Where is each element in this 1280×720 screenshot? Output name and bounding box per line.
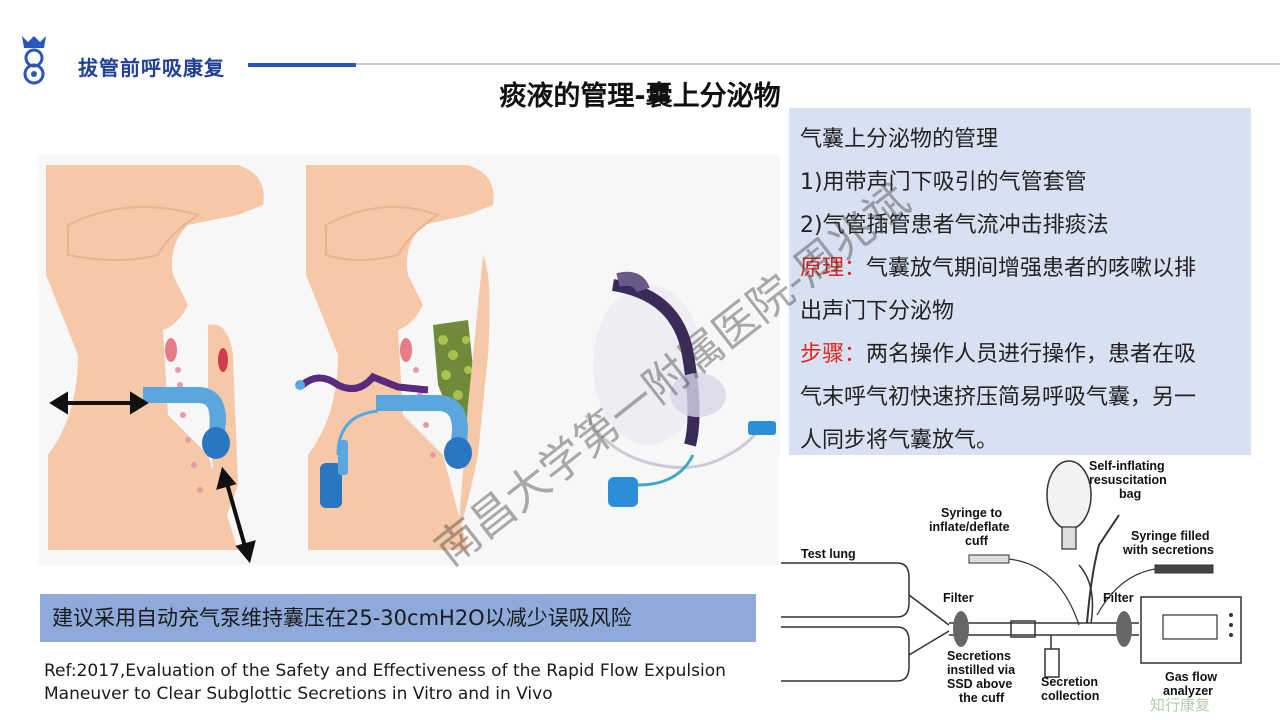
steps-text: 两名操作人员进行操作，患者在吸: [866, 342, 1197, 367]
label-collection-2: collection: [1041, 689, 1099, 703]
syringe-inflate: [968, 554, 1080, 626]
label-secretions-2: instilled via: [947, 663, 1016, 677]
gas-flow-analyzer: [1140, 596, 1242, 664]
header-rule-accent: [248, 63, 356, 67]
steps-line-cont-1: 气末呼气初快速挤压简易呼吸气囊，另一: [800, 385, 1197, 410]
steps-label: 步骤：: [800, 342, 867, 367]
info-heading: 气囊上分泌物的管理: [800, 127, 999, 152]
airway-illustration: [38, 155, 780, 565]
endotracheal-tube-left: [143, 387, 230, 459]
label-analyzer-2: analyzer: [1163, 684, 1213, 698]
label-syringe-inflate-2: inflate/deflate: [929, 520, 1010, 534]
label-syringe-filled-2: with secretions: [1122, 543, 1214, 557]
label-secretions-1: Secretions: [947, 649, 1011, 663]
arrow-diagonal-icon: [216, 466, 256, 564]
arrow-horizontal-icon: [49, 391, 149, 415]
info-item-2: 2)气管插管患者气流冲击排痰法: [800, 213, 1109, 238]
label-bag-3: bag: [1119, 487, 1141, 501]
info-box: 气囊上分泌物的管理 1)用带声门下吸引的气管套管 2)气管插管患者气流冲击排痰法…: [789, 108, 1251, 455]
label-collection-1: Secretion: [1041, 675, 1098, 689]
section-title: 拔管前呼吸康复: [78, 56, 225, 80]
experimental-setup-diagram: Test lung Syringe to inflate/deflate cuf…: [779, 455, 1251, 705]
label-bag-2: resuscitation: [1089, 473, 1167, 487]
label-analyzer-1: Gas flow: [1165, 670, 1217, 684]
test-lung: [781, 562, 950, 682]
info-item-1: 1)用带声门下吸引的气管套管: [800, 170, 1087, 195]
principle-label: 原理：: [800, 256, 867, 281]
filter-left: [953, 611, 969, 647]
recommendation-banner: 建议采用自动充气泵维持囊压在25-30cmH2O以减少误吸风险: [40, 594, 756, 642]
reference-line-2: Maneuver to Clear Subglottic Secretions …: [44, 684, 553, 704]
steps-line: 步骤：两名操作人员进行操作，患者在吸: [800, 333, 1241, 376]
slide-title: 痰液的管理-囊上分泌物: [499, 81, 781, 112]
hospital-emblem-icon: [22, 36, 46, 85]
label-secretions-3: SSD above: [947, 677, 1012, 691]
corner-watermark: 知行康复: [1150, 696, 1211, 714]
label-syringe-inflate-3: cuff: [965, 534, 989, 548]
tracheal-tube-photo: [584, 271, 776, 507]
head-profile-left: [46, 165, 264, 550]
filter-right: [1116, 611, 1132, 647]
label-syringe-inflate-1: Syringe to: [941, 506, 1002, 520]
principle-line: 原理：气囊放气期间增强患者的咳嗽以排: [800, 247, 1241, 290]
principle-line-cont: 出声门下分泌物: [800, 299, 955, 324]
reference-line-1: Ref:2017,Evaluation of the Safety and Ef…: [44, 661, 726, 681]
label-filter-right: Filter: [1103, 591, 1134, 605]
header-rule: [356, 63, 1280, 65]
resuscitation-bag: [1046, 460, 1092, 550]
syringe-secretions: [1096, 564, 1214, 616]
principle-text: 气囊放气期间增强患者的咳嗽以排: [866, 256, 1197, 281]
reference: Ref:2017,Evaluation of the Safety and Ef…: [44, 660, 784, 706]
label-filter-left: Filter: [943, 591, 974, 605]
steps-line-cont-2: 人同步将气囊放气。: [800, 428, 999, 453]
label-secretions-4: the cuff: [959, 691, 1005, 705]
endotracheal-tube-middle: [295, 372, 472, 508]
label-bag-1: Self-inflating: [1089, 459, 1165, 473]
label-syringe-filled-1: Syringe filled: [1131, 529, 1210, 543]
label-test-lung: Test lung: [801, 547, 856, 561]
